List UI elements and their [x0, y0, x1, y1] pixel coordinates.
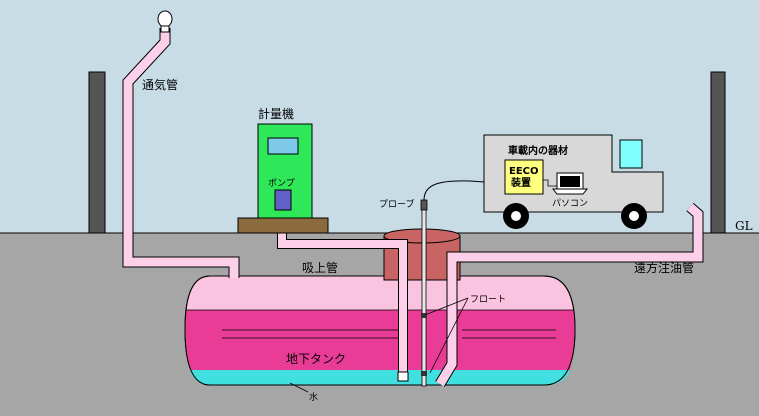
float-leader-upper — [424, 297, 469, 316]
right-post — [710, 71, 726, 234]
float-lower — [421, 371, 427, 376]
vent-pipe — [122, 28, 240, 278]
left-post — [88, 71, 106, 234]
meter-label: 計量機 — [258, 106, 294, 121]
truck-wheel-icon — [503, 203, 529, 229]
float-leader-lower — [429, 297, 469, 374]
underground-tank — [184, 275, 576, 386]
water-leader — [289, 382, 309, 393]
laptop-icon — [551, 172, 589, 195]
pump-box — [274, 189, 292, 211]
eeco-device — [504, 159, 544, 195]
probe-label: プローブ — [379, 198, 414, 210]
probe — [420, 199, 428, 387]
truck — [483, 134, 664, 229]
truck-window — [619, 139, 643, 169]
float-upper — [421, 313, 427, 318]
meter-display — [267, 137, 299, 155]
truck-wheel-icon — [621, 203, 647, 229]
dispenser-base — [237, 217, 329, 234]
float-label: フロート — [470, 295, 506, 305]
eeco-label-line1: EECO — [509, 166, 539, 177]
truck-equipment-label: 車載内の器材 — [508, 144, 568, 157]
underground-tank-label: 地下タンク — [286, 352, 346, 366]
ground-level-label: GL — [735, 219, 753, 233]
pc-label: パソコン — [552, 198, 588, 209]
device-cable — [543, 179, 557, 187]
remote-fill-pipe — [435, 202, 704, 387]
vent-cap-icon — [157, 10, 173, 33]
pump-label: ポンプ — [268, 178, 295, 189]
remote-fill-pipe-label: 遠方注油管 — [634, 260, 694, 275]
eeco-label-line2: 装置 — [510, 176, 531, 189]
vent-pipe-label: 通気管 — [142, 77, 178, 92]
water-label: 水 — [309, 391, 318, 403]
suction-pipe-label: 吸上管 — [302, 260, 338, 275]
dispenser — [237, 123, 329, 234]
